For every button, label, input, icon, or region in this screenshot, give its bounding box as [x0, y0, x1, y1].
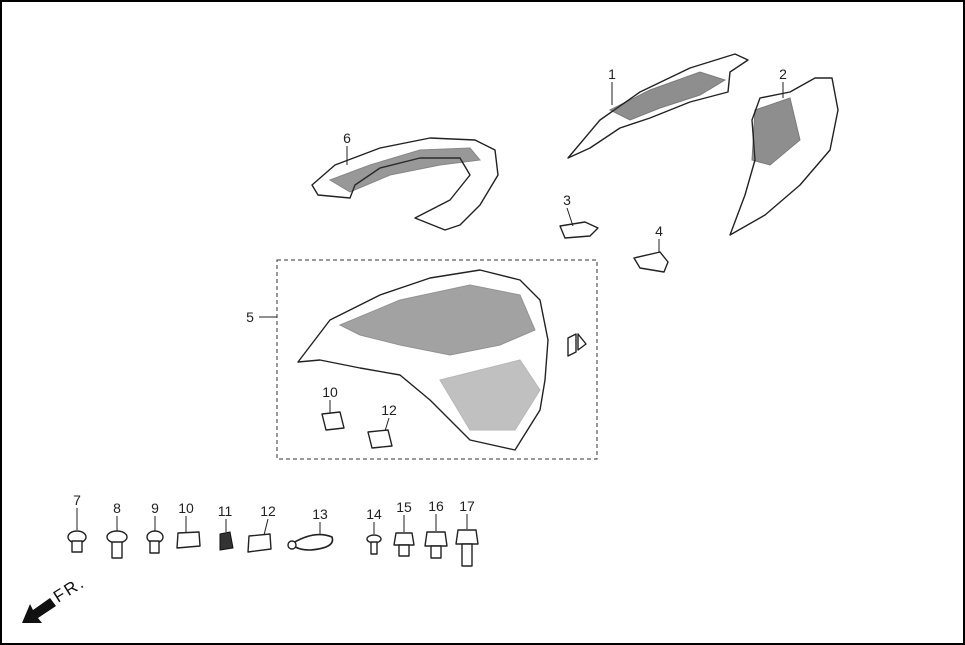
part-4-bracket: 4: [633, 223, 669, 273]
part-15-bolt: 15: [393, 499, 415, 557]
callout-10-in-box: 10: [322, 384, 338, 400]
callout-14: 14: [366, 506, 382, 522]
callout-1: 1: [608, 66, 616, 82]
part-14-screw: 14: [366, 506, 382, 555]
callout-10: 10: [178, 500, 194, 516]
callout-13: 13: [312, 506, 328, 522]
callout-5: 5: [246, 309, 254, 325]
part-7-screw: 7: [67, 492, 87, 553]
callout-4: 4: [655, 223, 663, 239]
callout-6: 6: [343, 130, 351, 146]
callout-11: 11: [218, 503, 233, 519]
part-12-clip-nut: 12: [247, 503, 276, 553]
part-9-screw: 9: [146, 500, 164, 554]
part-13-cable-tie: 13: [287, 506, 334, 551]
part-3-bracket: 3: [559, 192, 599, 239]
callout-12-in-box: 12: [381, 402, 397, 418]
part-1-side-cover: 1: [567, 53, 749, 159]
part-8-screw: 8: [106, 500, 128, 559]
callout-12: 12: [260, 503, 276, 519]
callout-16: 16: [428, 498, 444, 514]
callout-8: 8: [113, 500, 121, 516]
callout-9: 9: [151, 500, 159, 516]
part-2-side-cover: 2: [729, 66, 839, 236]
callout-3: 3: [563, 192, 571, 208]
part-10-clip-nut: 10: [176, 500, 201, 549]
arrow-icon: [22, 598, 56, 623]
callout-15: 15: [396, 499, 412, 515]
part-5-assembly-group: 5 10 12: [246, 259, 598, 460]
part-16-bolt: 16: [424, 498, 448, 559]
callout-17: 17: [459, 498, 475, 514]
part-11-clip: 11: [218, 503, 234, 551]
callout-7: 7: [73, 492, 81, 508]
part-6-grab-rail: 6: [311, 130, 499, 231]
callout-2: 2: [779, 66, 787, 82]
flip-icon: [567, 333, 587, 357]
part-17-bolt: 17: [455, 498, 479, 567]
